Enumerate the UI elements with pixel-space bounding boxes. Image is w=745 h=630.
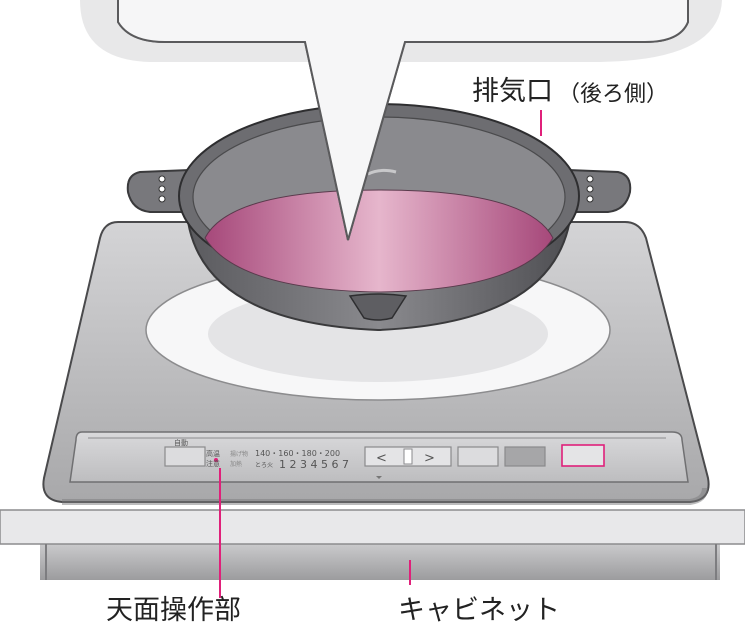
panel-heat-text: 加熱 [230, 460, 242, 468]
auto-button[interactable] [164, 446, 206, 467]
center-mark [376, 476, 382, 479]
panel-high-temp-text: 高温 [206, 449, 220, 458]
pot [126, 103, 632, 332]
panel-caution-text: 注意 [206, 459, 220, 468]
panel-levels-text: 1 2 3 4 5 6 7 [279, 458, 349, 471]
panel-simmer-text: とろ火 [255, 462, 273, 469]
panel-temps-text: 140・160・180・200 [255, 449, 340, 458]
power-button[interactable] [561, 444, 605, 467]
callout-bubble [80, 0, 722, 241]
cabinet [0, 509, 745, 580]
panel-fry-text: 揚げ物 [230, 450, 248, 458]
control-panel: 自動 高温 注意 揚げ物 加熱 140・160・180・200 とろ火 1 2 … [69, 431, 689, 483]
panel-button-blank[interactable] [457, 446, 499, 467]
exhaust-label: 排気口 [472, 76, 553, 107]
cabinet-label: キャビネット [398, 595, 560, 626]
top-panel-label: 天面操作部 [106, 595, 241, 626]
left-arrow-button[interactable]: < [376, 451, 387, 466]
exhaust-note-label: （後ろ側） [558, 82, 669, 107]
leader-lines [219, 110, 542, 598]
right-arrow-button[interactable]: > [424, 451, 435, 466]
panel-button-dark[interactable] [504, 446, 546, 467]
panel-auto-text: 自動 [174, 438, 188, 447]
high-temp-indicator [214, 458, 218, 462]
